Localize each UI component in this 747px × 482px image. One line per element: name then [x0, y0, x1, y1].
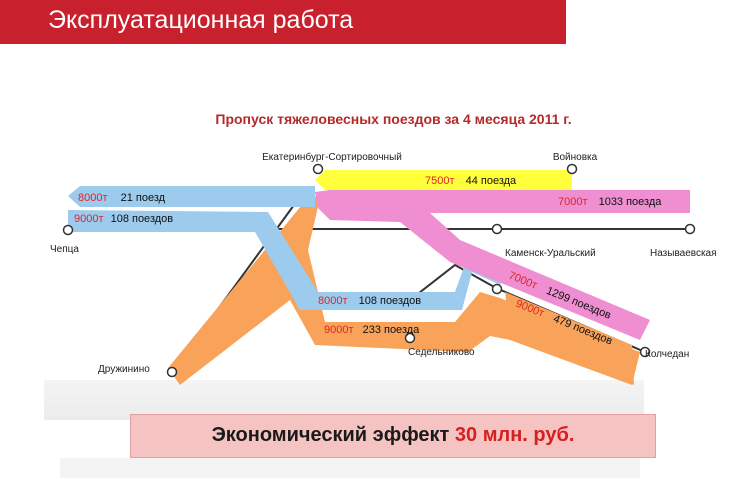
station-label-ekb: Екатеринбург-Сортировочный [262, 151, 402, 163]
flow-1-weight: 8000т [78, 192, 108, 204]
flow-3-weight: 7500т [425, 175, 455, 187]
blurred-background-text [44, 380, 644, 420]
flow-blue-8000-21 [68, 186, 315, 207]
station-label-chepca: Чепца [50, 244, 79, 255]
station-label-kamensk: Каменск-Уральский [505, 248, 596, 259]
station-label-nazyvaevskaya: Называевская [650, 248, 717, 259]
station-circle-junction [491, 283, 503, 295]
flow-5-trains: 108 поездов [359, 295, 422, 307]
flow-blue-9000-108 [68, 210, 505, 310]
header-bar: Эксплуатационная работа [0, 0, 566, 44]
station-circle-nazyvaevskaya [684, 223, 696, 235]
economic-effect-text: Экономический эффект 30 млн. руб. [131, 424, 655, 447]
flow-6-weight: 9000т [324, 324, 354, 336]
station-label-kolchedan: Колчедан [645, 349, 689, 360]
station-circle-druzhinino [166, 366, 178, 378]
flow-3-label: 7500т 44 поезда [425, 175, 517, 187]
flow-4-trains: 1033 поезда [599, 196, 663, 208]
flow-4-weight: 7000т [558, 196, 588, 208]
station-circle-kamensk [491, 223, 503, 235]
station-label-druzhinino: Дружинино [98, 364, 150, 375]
slide-subtitle: Пропуск тяжеловесных поездов за 4 месяца… [215, 111, 572, 127]
flow-pink-7000 [315, 190, 690, 340]
flow-1-label: 8000т 21 поезд [78, 192, 166, 204]
station-circle-voinovka [566, 163, 578, 175]
station-label-voinovka: Войновка [553, 152, 598, 163]
station-circle-ekb [312, 163, 324, 175]
header-title: Эксплуатационная работа [48, 6, 354, 34]
station-circle-sedelnikovo [404, 332, 416, 344]
flow-5-weight: 8000т [318, 295, 348, 307]
economic-effect-box: Экономический эффект 30 млн. руб. [130, 414, 656, 458]
station-label-sedelnikovo: Седельниково [408, 347, 475, 358]
flow-yellow-7500 [315, 170, 572, 190]
economic-effect-label: Экономический эффект [211, 424, 450, 446]
flow-6-trains: 233 поезда [363, 324, 421, 336]
flow-orange-9000-479 [505, 292, 634, 385]
flow-2-label: 9000т 108 поездов [74, 213, 173, 225]
flow-5-label: 8000т 108 поездов [318, 295, 421, 307]
flow-1-trains: 21 поезд [121, 192, 166, 204]
flow-3-trains: 44 поезда [466, 175, 517, 187]
station-circle-chepca [62, 224, 74, 236]
economic-effect-value: 30 млн. руб. [454, 424, 575, 446]
flow-2-trains: 108 поездов [111, 213, 174, 225]
flow-4-label: 7000т 1033 поезда [558, 196, 662, 208]
flow-6-label: 9000т 233 поезда [324, 324, 420, 336]
station-circle-kolchedan [639, 346, 651, 358]
flow-2-weight: 9000т [74, 213, 104, 225]
blurred-background-text-2 [60, 458, 640, 478]
